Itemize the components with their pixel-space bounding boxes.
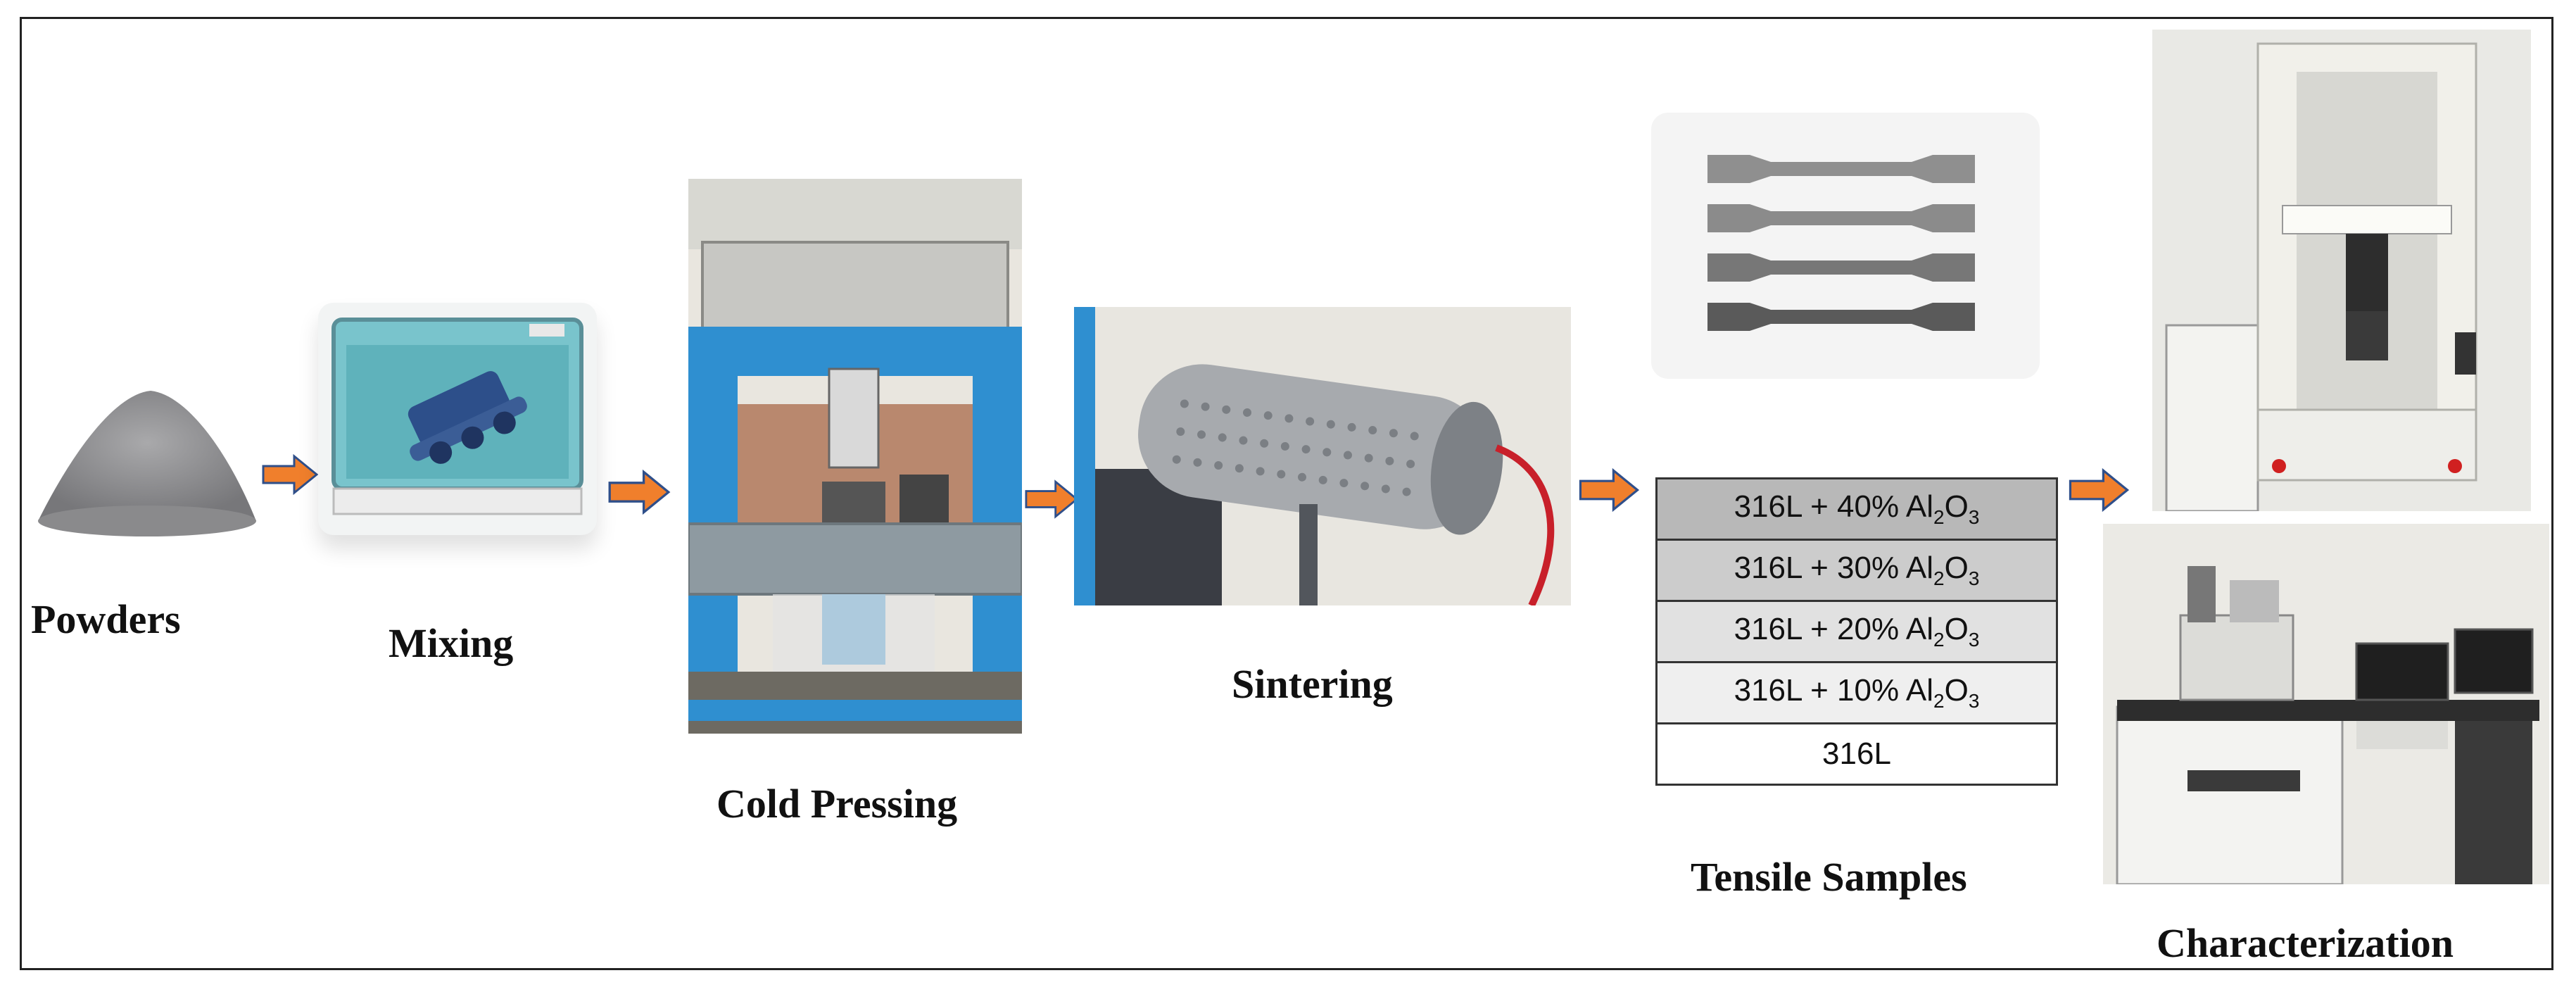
table-row: 316L + 40% Al2O3 <box>1655 477 2058 541</box>
powder-pile-image <box>38 391 256 536</box>
table-row: 316L + 10% Al2O3 <box>1655 661 2058 724</box>
row-text: 316L <box>1822 736 1891 771</box>
table-cell: 316L + 10% Al2O3 <box>1655 661 2058 724</box>
tensile-bars-image <box>1651 113 2040 379</box>
subscript: 3 <box>1968 567 1980 589</box>
arrow-3-icon <box>1025 479 1078 519</box>
row-text: O <box>1944 551 1969 585</box>
tensile-tester-image <box>2152 30 2531 511</box>
label-tensile-samples: Tensile Samples <box>1691 854 1967 900</box>
sem-microscope-image <box>2103 524 2549 884</box>
subscript: 2 <box>1933 506 1945 528</box>
row-text: 316L + 30% Al <box>1734 551 1933 585</box>
subscript: 2 <box>1933 690 1945 712</box>
table-cell: 316L + 20% Al2O3 <box>1655 600 2058 663</box>
row-text: O <box>1944 489 1969 524</box>
arrow-5-icon <box>2069 467 2130 513</box>
press-image <box>688 179 1022 734</box>
table-cell: 316L <box>1655 722 2058 786</box>
label-characterization: Characterization <box>2157 920 2454 966</box>
mixer-image <box>318 303 597 535</box>
subscript: 3 <box>1968 506 1980 528</box>
label-cold-pressing: Cold Pressing <box>716 781 958 827</box>
arrow-1-icon <box>262 453 318 496</box>
subscript: 3 <box>1968 629 1980 651</box>
tensile-samples-table: 316L + 40% Al2O3 316L + 30% Al2O3 316L +… <box>1655 477 2058 786</box>
label-powders: Powders <box>31 596 181 642</box>
table-row: 316L + 20% Al2O3 <box>1655 600 2058 663</box>
subscript: 2 <box>1933 629 1945 651</box>
label-sintering: Sintering <box>1232 661 1393 707</box>
arrow-2-icon <box>608 469 671 515</box>
row-text: 316L + 10% Al <box>1734 673 1933 708</box>
row-text: 316L + 20% Al <box>1734 612 1933 646</box>
label-mixing: Mixing <box>389 620 514 666</box>
row-text: 316L + 40% Al <box>1734 489 1933 524</box>
diagram-frame <box>20 17 2553 970</box>
table-row: 316L <box>1655 722 2058 786</box>
table-row: 316L + 30% Al2O3 <box>1655 539 2058 602</box>
table-cell: 316L + 40% Al2O3 <box>1655 477 2058 541</box>
furnace-image <box>1074 307 1571 605</box>
row-text: O <box>1944 612 1969 646</box>
subscript: 3 <box>1968 690 1980 712</box>
table-cell: 316L + 30% Al2O3 <box>1655 539 2058 602</box>
subscript: 2 <box>1933 567 1945 589</box>
arrow-4-icon <box>1579 467 1640 513</box>
row-text: O <box>1944 673 1969 708</box>
